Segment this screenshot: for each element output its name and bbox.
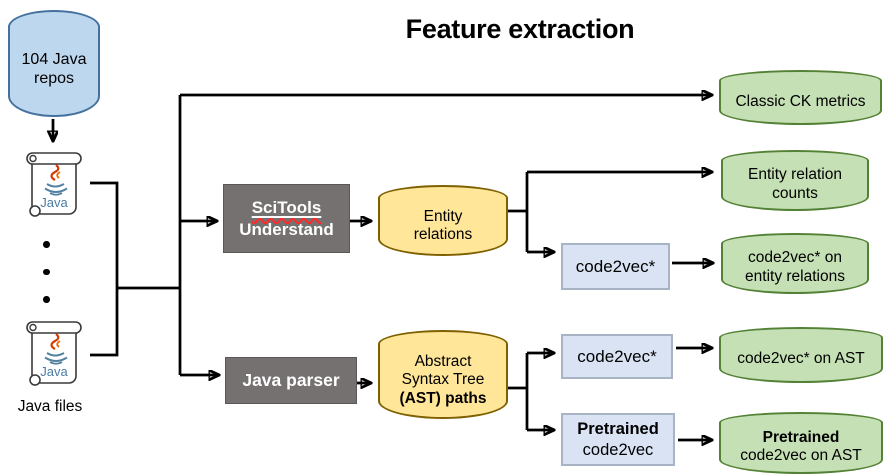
java-file-icon-top: Java xyxy=(24,149,84,221)
code2vec-on-entity-relations-cylinder: code2vec* on entity relations xyxy=(721,233,869,294)
cylinder-body xyxy=(719,337,883,383)
code2vec-entity-box: code2vec* xyxy=(561,243,670,290)
repos-cylinder: 104 Java repos xyxy=(8,10,100,117)
java-steam-icon xyxy=(50,164,60,181)
pretrained-line1: Pretrained xyxy=(577,419,659,438)
entity-relations-line2: relations xyxy=(413,226,473,243)
code2vec-entity-label: code2vec* xyxy=(575,256,656,276)
ast-line3: (AST) paths xyxy=(399,389,487,407)
cylinder-body xyxy=(8,27,100,117)
scitools-label-line1: SciTools xyxy=(251,198,322,218)
cylinder-body xyxy=(719,422,883,474)
java-file-icon-bottom: Java xyxy=(24,318,84,390)
java-cup-icon xyxy=(46,183,65,188)
java-cup-icon xyxy=(46,352,65,357)
cylinder-body xyxy=(721,160,869,211)
er-counts-line2: counts xyxy=(772,184,818,202)
cylinder-body xyxy=(378,198,508,256)
entity-relations-line1: Entity xyxy=(423,207,463,225)
ellipsis-dots xyxy=(43,241,50,303)
code2vec-ast-label: code2vec* xyxy=(577,346,657,366)
er-counts-line1: Entity relation xyxy=(748,166,842,184)
entity-relation-counts-cylinder: Entity relation counts xyxy=(721,150,869,211)
ast-paths-cylinder: Abstract Syntax Tree (AST) paths xyxy=(378,330,508,419)
c2v-ast-label: code2vec* on AST xyxy=(737,350,865,368)
pretrained-code2vec-on-ast-cylinder: Pretrained code2vec on AST xyxy=(719,412,883,474)
ast-line2: Syntax Tree xyxy=(401,371,485,389)
cylinder-body xyxy=(378,344,508,419)
pretrained-line2: code2vec xyxy=(582,440,654,459)
java-logo-text: Java xyxy=(40,195,68,210)
entity-relations-cylinder: Entity relations xyxy=(378,185,508,256)
repos-label-line1: 104 Java xyxy=(21,50,87,68)
page-title: Feature extraction xyxy=(405,14,635,44)
pre-ast-line2: code2vec on AST xyxy=(740,447,862,464)
code2vec-on-ast-cylinder: code2vec* on AST xyxy=(719,327,883,383)
java-scroll-icon: Java xyxy=(26,152,82,217)
java-files-label: Java files xyxy=(17,398,83,415)
wire-javafiles-bracket xyxy=(90,181,119,357)
classic-ck-metrics-cylinder: Classic CK metrics xyxy=(719,70,882,125)
java-parser-box: Java parser xyxy=(225,357,357,404)
pretrained-code2vec-box: Pretrained code2vec xyxy=(561,413,675,466)
java-steam-icon xyxy=(50,333,60,350)
scitools-understand-box: SciTools Understand xyxy=(223,184,350,253)
cylinder-body xyxy=(719,80,882,125)
java-logo-text: Java xyxy=(40,364,68,379)
java-parser-label: Java parser xyxy=(242,369,340,390)
classic-ck-label: Classic CK metrics xyxy=(735,92,866,110)
repos-label-line2: repos xyxy=(33,69,75,87)
java-scroll-icon: Java xyxy=(26,321,82,386)
pre-ast-line1: Pretrained xyxy=(762,428,840,446)
ast-line1: Abstract xyxy=(414,353,472,371)
code2vec-ast-box: code2vec* xyxy=(561,334,673,379)
c2v-er-line2: entity relations xyxy=(745,267,845,285)
cylinder-body xyxy=(721,243,869,294)
scitools-label-line2: Understand xyxy=(239,219,334,239)
c2v-er-line1: code2vec* on xyxy=(748,249,842,267)
